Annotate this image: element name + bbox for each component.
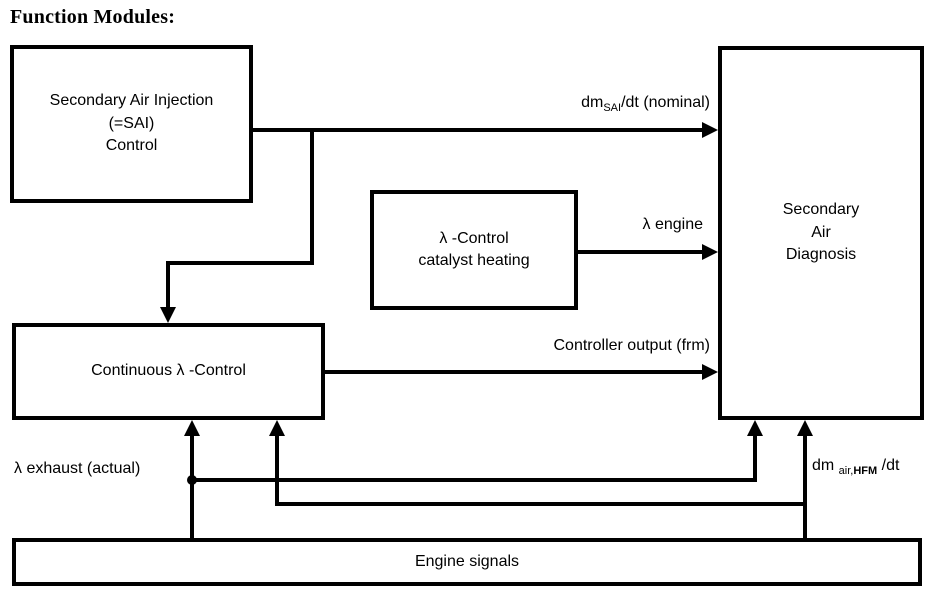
box-sai-control-line1: Secondary Air Injection [49, 92, 214, 110]
box-engine-signals: Engine signals [12, 538, 922, 586]
label-dm-sai-post: /dt (nominal) [621, 94, 710, 111]
connector-continuous-to-diagnosis [325, 370, 705, 374]
connector-exhaust-up-to-continuous [190, 432, 194, 538]
label-dm-air-sub2: HFM [853, 465, 878, 477]
connector-catalyst-to-diagnosis [578, 250, 705, 254]
label-controller-output: Controller output (frm) [553, 337, 711, 354]
connector-dmair-up-to-diagnosis [803, 432, 807, 538]
box-diagnosis-line3: Diagnosis [785, 246, 857, 264]
box-catalyst-line1: λ -Control [439, 229, 509, 247]
arrowhead-catalyst-to-diagnosis-icon [702, 244, 718, 260]
box-sai-control: Secondary Air Injection (=SAI) Control [10, 45, 253, 203]
connector-exhaust-branch-right [190, 478, 757, 482]
page-title: Function Modules: [10, 6, 176, 28]
box-sai-control-line3: Control [105, 137, 158, 155]
label-lambda-engine: λ engine [642, 216, 704, 233]
arrowhead-exhaust-into-diagnosis-icon [747, 420, 763, 436]
arrowhead-into-continuous-top-icon [160, 307, 176, 323]
label-lambda-exhaust: λ exhaust (actual) [14, 460, 141, 477]
arrowhead-dmair-into-continuous-icon [269, 420, 285, 436]
box-diagnosis-line1: Secondary [782, 201, 860, 219]
connector-exhaust-up-to-diagnosis [753, 432, 757, 482]
arrowhead-exhaust-into-continuous-icon [184, 420, 200, 436]
connector-sai-branch-down [310, 128, 314, 265]
box-secondary-air-diagnosis: Secondary Air Diagnosis [718, 46, 924, 420]
connector-sai-branch-left [166, 261, 314, 265]
label-dm-air-hfm: dm air,HFM /dt [812, 457, 899, 477]
arrowhead-continuous-to-diagnosis-icon [702, 364, 718, 380]
label-dm-sai-pre: dm [581, 94, 604, 111]
connector-sai-to-diagnosis [253, 128, 705, 132]
box-catalyst-line2: catalyst heating [418, 252, 530, 269]
arrowhead-dmair-into-diagnosis-icon [797, 420, 813, 436]
connector-dmair-branch-left [275, 502, 807, 506]
label-dm-air-pre: dm [812, 457, 839, 474]
box-lambda-control-catalyst-heating: λ -Control catalyst heating [370, 190, 578, 310]
label-dm-sai-sub: SAI [603, 102, 622, 114]
box-continuous-label: Continuous λ -Control [91, 362, 246, 380]
box-sai-control-line2: (=SAI) [108, 114, 155, 132]
box-engine-signals-label: Engine signals [414, 552, 520, 570]
connector-sai-branch-into-continuous [166, 261, 170, 310]
box-diagnosis-line2: Air [811, 223, 831, 241]
connector-dmair-up-to-continuous [275, 432, 279, 506]
label-dm-air-post: /dt [877, 457, 900, 474]
label-dm-sai-nominal: dmSAI/dt (nominal) [520, 94, 710, 114]
box-continuous-lambda-control: Continuous λ -Control [12, 323, 325, 420]
label-dm-air-sub1: air, [838, 465, 854, 477]
arrowhead-sai-to-diagnosis-icon [702, 122, 718, 138]
